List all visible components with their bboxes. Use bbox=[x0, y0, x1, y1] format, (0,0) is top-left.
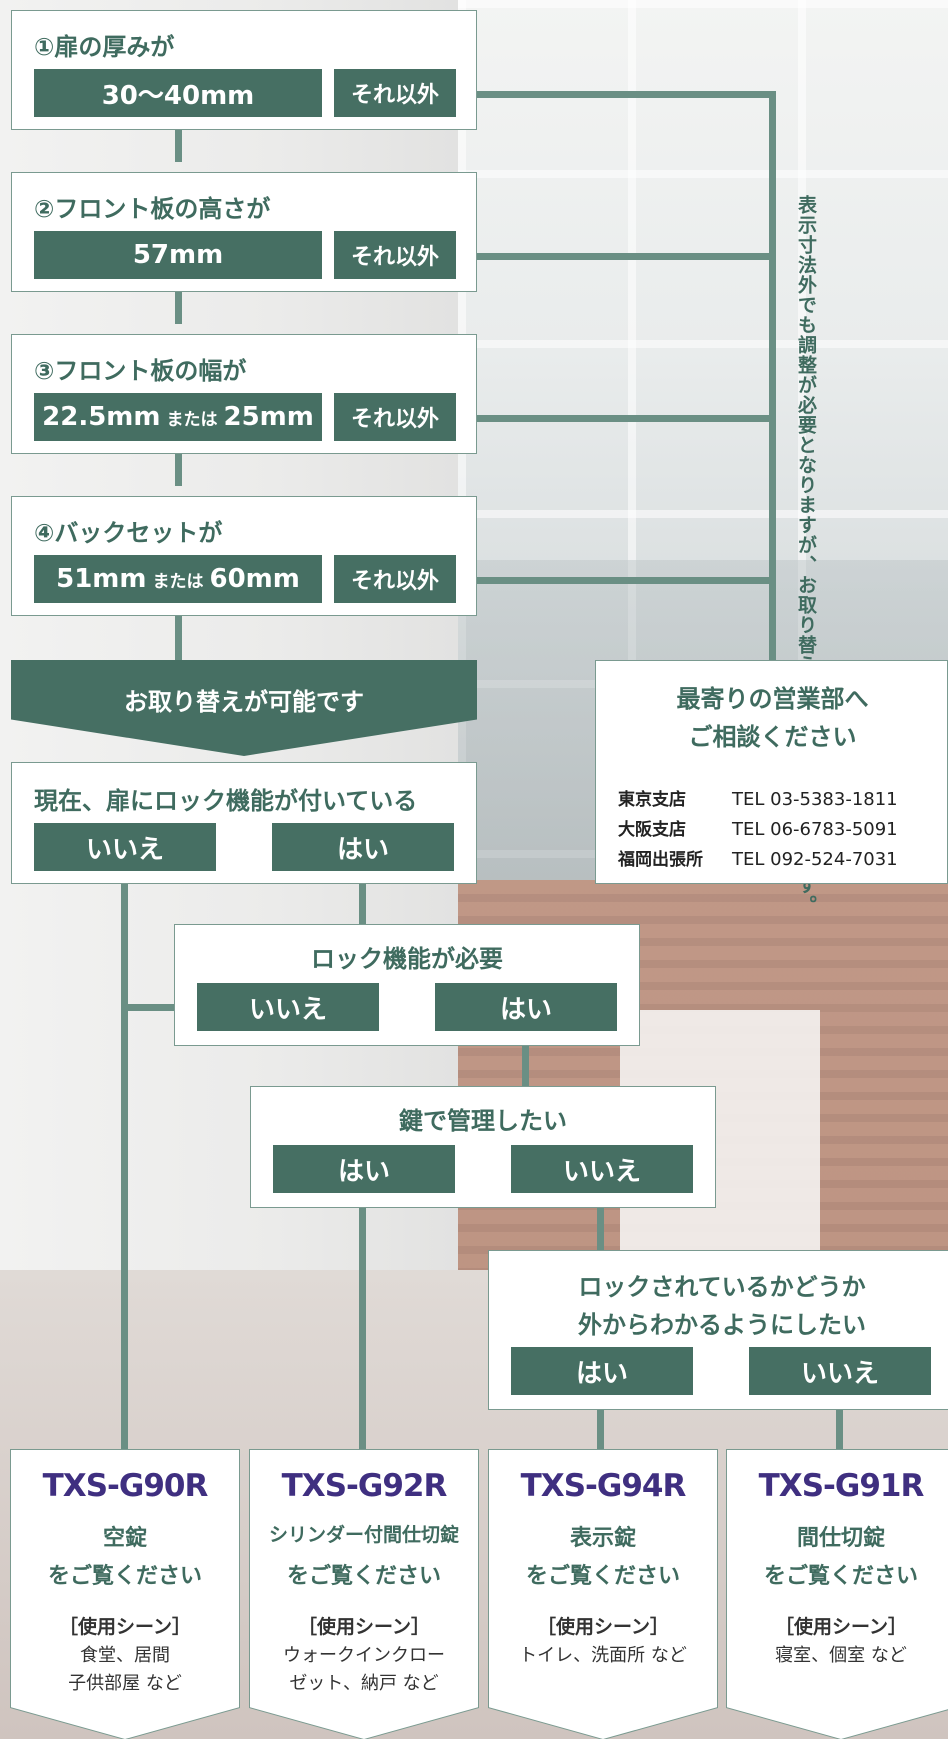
product-model: TXS-G90R bbox=[42, 1468, 209, 1504]
office-tel[interactable]: TEL 03-5383-1811 bbox=[732, 789, 898, 810]
option-button-57mm[interactable]: 57mm bbox=[34, 231, 322, 279]
product-see-more: をご覧ください bbox=[286, 1564, 441, 1589]
product-see-more: をご覧ください bbox=[525, 1564, 680, 1589]
connector-line bbox=[175, 292, 182, 324]
answer-button-no[interactable]: いいえ bbox=[197, 983, 379, 1031]
question-title: ロックされているかどうか bbox=[578, 1273, 866, 1301]
product-card-txs-g92r[interactable]: TXS-G92R シリンダー付間仕切錠 をご覧ください ［使用シーン］ ウォーク… bbox=[250, 1450, 478, 1739]
option-button-51-or-60mm[interactable]: 51mm または 60mm bbox=[34, 555, 322, 603]
connector-line bbox=[359, 1192, 366, 1451]
office-row: 大阪支店 TEL 06-6783-5091 bbox=[618, 815, 898, 840]
contact-title: ご相談ください bbox=[688, 723, 857, 751]
replaceable-banner-text: お取り替えが可能です bbox=[124, 688, 364, 716]
connector-line bbox=[455, 91, 776, 98]
office-tel[interactable]: TEL 06-6783-5091 bbox=[732, 819, 898, 840]
step-title: ③フロント板の幅が bbox=[34, 357, 247, 385]
contact-title: 最寄りの営業部へ bbox=[676, 685, 869, 713]
connector-line bbox=[175, 454, 182, 486]
answer-button-yes[interactable]: はい bbox=[511, 1347, 693, 1395]
connector-line bbox=[175, 616, 182, 662]
step-title: ④バックセットが bbox=[34, 519, 223, 547]
answer-button-no[interactable]: いいえ bbox=[511, 1145, 693, 1193]
answer-button-yes[interactable]: はい bbox=[273, 1145, 455, 1193]
step-title: ②フロント板の高さが bbox=[34, 195, 271, 223]
option-value: 60mm bbox=[209, 564, 300, 594]
connector-line bbox=[455, 415, 776, 422]
question-title: ロック機能が必要 bbox=[311, 945, 503, 973]
option-button-other[interactable]: それ以外 bbox=[334, 393, 456, 441]
product-name: 表示錠 bbox=[569, 1526, 636, 1551]
question-panel-lock-indicator: ロックされているかどうか 外からわかるようにしたい はい いいえ bbox=[488, 1250, 948, 1410]
product-see-more: をご覧ください bbox=[763, 1564, 918, 1589]
step-panel-door-thickness: ①扉の厚みが 30〜40mm それ以外 bbox=[11, 10, 477, 130]
product-card-txs-g94r[interactable]: TXS-G94R 表示錠 をご覧ください ［使用シーン］ トイレ、洗面所 など bbox=[489, 1450, 717, 1739]
connector-line bbox=[836, 1395, 843, 1451]
step-panel-front-plate-height: ②フロント板の高さが 57mm それ以外 bbox=[11, 172, 477, 292]
usage-scene-desc: ウォークインクロー bbox=[283, 1645, 445, 1666]
usage-scene-desc: トイレ、洗面所 など bbox=[519, 1645, 687, 1666]
connector-line bbox=[121, 868, 128, 1451]
question-panel-key-management: 鍵で管理したい はい いいえ bbox=[250, 1086, 716, 1208]
usage-scene-label: ［使用シーン］ bbox=[297, 1616, 431, 1638]
office-tel[interactable]: TEL 092-524-7031 bbox=[732, 849, 898, 870]
usage-scene-label: ［使用シーン］ bbox=[774, 1616, 908, 1638]
connector-line bbox=[769, 91, 776, 661]
step-panel-front-plate-width: ③フロント板の幅が 22.5mm または 25mm それ以外 bbox=[11, 334, 477, 454]
question-title: 鍵で管理したい bbox=[399, 1107, 567, 1135]
office-row: 東京支店 TEL 03-5383-1811 bbox=[618, 785, 898, 810]
office-name: 福岡出張所 bbox=[618, 850, 703, 870]
answer-button-yes[interactable]: はい bbox=[435, 983, 617, 1031]
option-button-30-40mm[interactable]: 30〜40mm bbox=[34, 69, 322, 117]
option-value: 25mm bbox=[223, 402, 314, 432]
question-panel-has-lock: 現在、扉にロック機能が付いている いいえ はい bbox=[11, 762, 477, 884]
product-name: 間仕切錠 bbox=[796, 1526, 885, 1551]
usage-scene-desc: 寝室、個室 など bbox=[775, 1645, 907, 1666]
product-name: 空錠 bbox=[102, 1526, 147, 1551]
product-see-more: をご覧ください bbox=[47, 1564, 202, 1589]
product-model: TXS-G94R bbox=[520, 1468, 687, 1504]
connector-line bbox=[128, 1004, 198, 1011]
option-value: 22.5mm bbox=[42, 402, 161, 432]
usage-scene-label: ［使用シーン］ bbox=[58, 1616, 192, 1638]
question-title: 現在、扉にロック機能が付いている bbox=[34, 787, 418, 815]
option-button-22-5-or-25mm[interactable]: 22.5mm または 25mm bbox=[34, 393, 322, 441]
connector-line bbox=[597, 1192, 604, 1252]
option-value: 51mm bbox=[56, 564, 147, 594]
product-name: シリンダー付間仕切錠 bbox=[268, 1524, 459, 1546]
connector-line bbox=[597, 1395, 604, 1451]
usage-scene-desc: 子供部屋 など bbox=[68, 1673, 182, 1694]
usage-scene-desc: ゼット、納戸 など bbox=[289, 1673, 439, 1694]
usage-scene-desc: 食堂、居間 bbox=[80, 1645, 170, 1666]
question-panel-lock-needed: ロック機能が必要 いいえ はい bbox=[174, 924, 640, 1046]
product-model: TXS-G91R bbox=[758, 1468, 925, 1504]
connector-line bbox=[455, 253, 776, 260]
office-name: 大阪支店 bbox=[618, 820, 686, 840]
usage-scene-label: ［使用シーン］ bbox=[536, 1616, 670, 1638]
product-card-txs-g90r[interactable]: TXS-G90R 空錠 をご覧ください ［使用シーン］ 食堂、居間 子供部屋 な… bbox=[11, 1450, 239, 1739]
connector-line bbox=[175, 130, 182, 162]
contact-panel: 最寄りの営業部へ ご相談ください 東京支店 TEL 03-5383-1811 大阪… bbox=[595, 660, 948, 884]
office-name: 東京支店 bbox=[618, 790, 686, 810]
connector-line bbox=[522, 1030, 529, 1088]
answer-button-yes[interactable]: はい bbox=[272, 823, 454, 871]
step-panel-backset: ④バックセットが 51mm または 60mm それ以外 bbox=[11, 496, 477, 616]
answer-button-no[interactable]: いいえ bbox=[34, 823, 216, 871]
option-button-other[interactable]: それ以外 bbox=[334, 69, 456, 117]
product-model: TXS-G92R bbox=[281, 1468, 448, 1504]
step-title: ①扉の厚みが bbox=[34, 33, 175, 61]
option-button-other[interactable]: それ以外 bbox=[334, 231, 456, 279]
option-connector: または bbox=[152, 571, 204, 592]
connector-line bbox=[359, 868, 366, 926]
office-row: 福岡出張所 TEL 092-524-7031 bbox=[618, 845, 898, 870]
question-title: 外からわかるようにしたい bbox=[578, 1311, 866, 1339]
answer-button-no[interactable]: いいえ bbox=[749, 1347, 931, 1395]
option-button-other[interactable]: それ以外 bbox=[334, 555, 456, 603]
connector-line bbox=[455, 577, 776, 584]
product-card-txs-g91r[interactable]: TXS-G91R 間仕切錠 をご覧ください ［使用シーン］ 寝室、個室 など bbox=[727, 1450, 948, 1739]
option-connector: または bbox=[166, 409, 218, 430]
